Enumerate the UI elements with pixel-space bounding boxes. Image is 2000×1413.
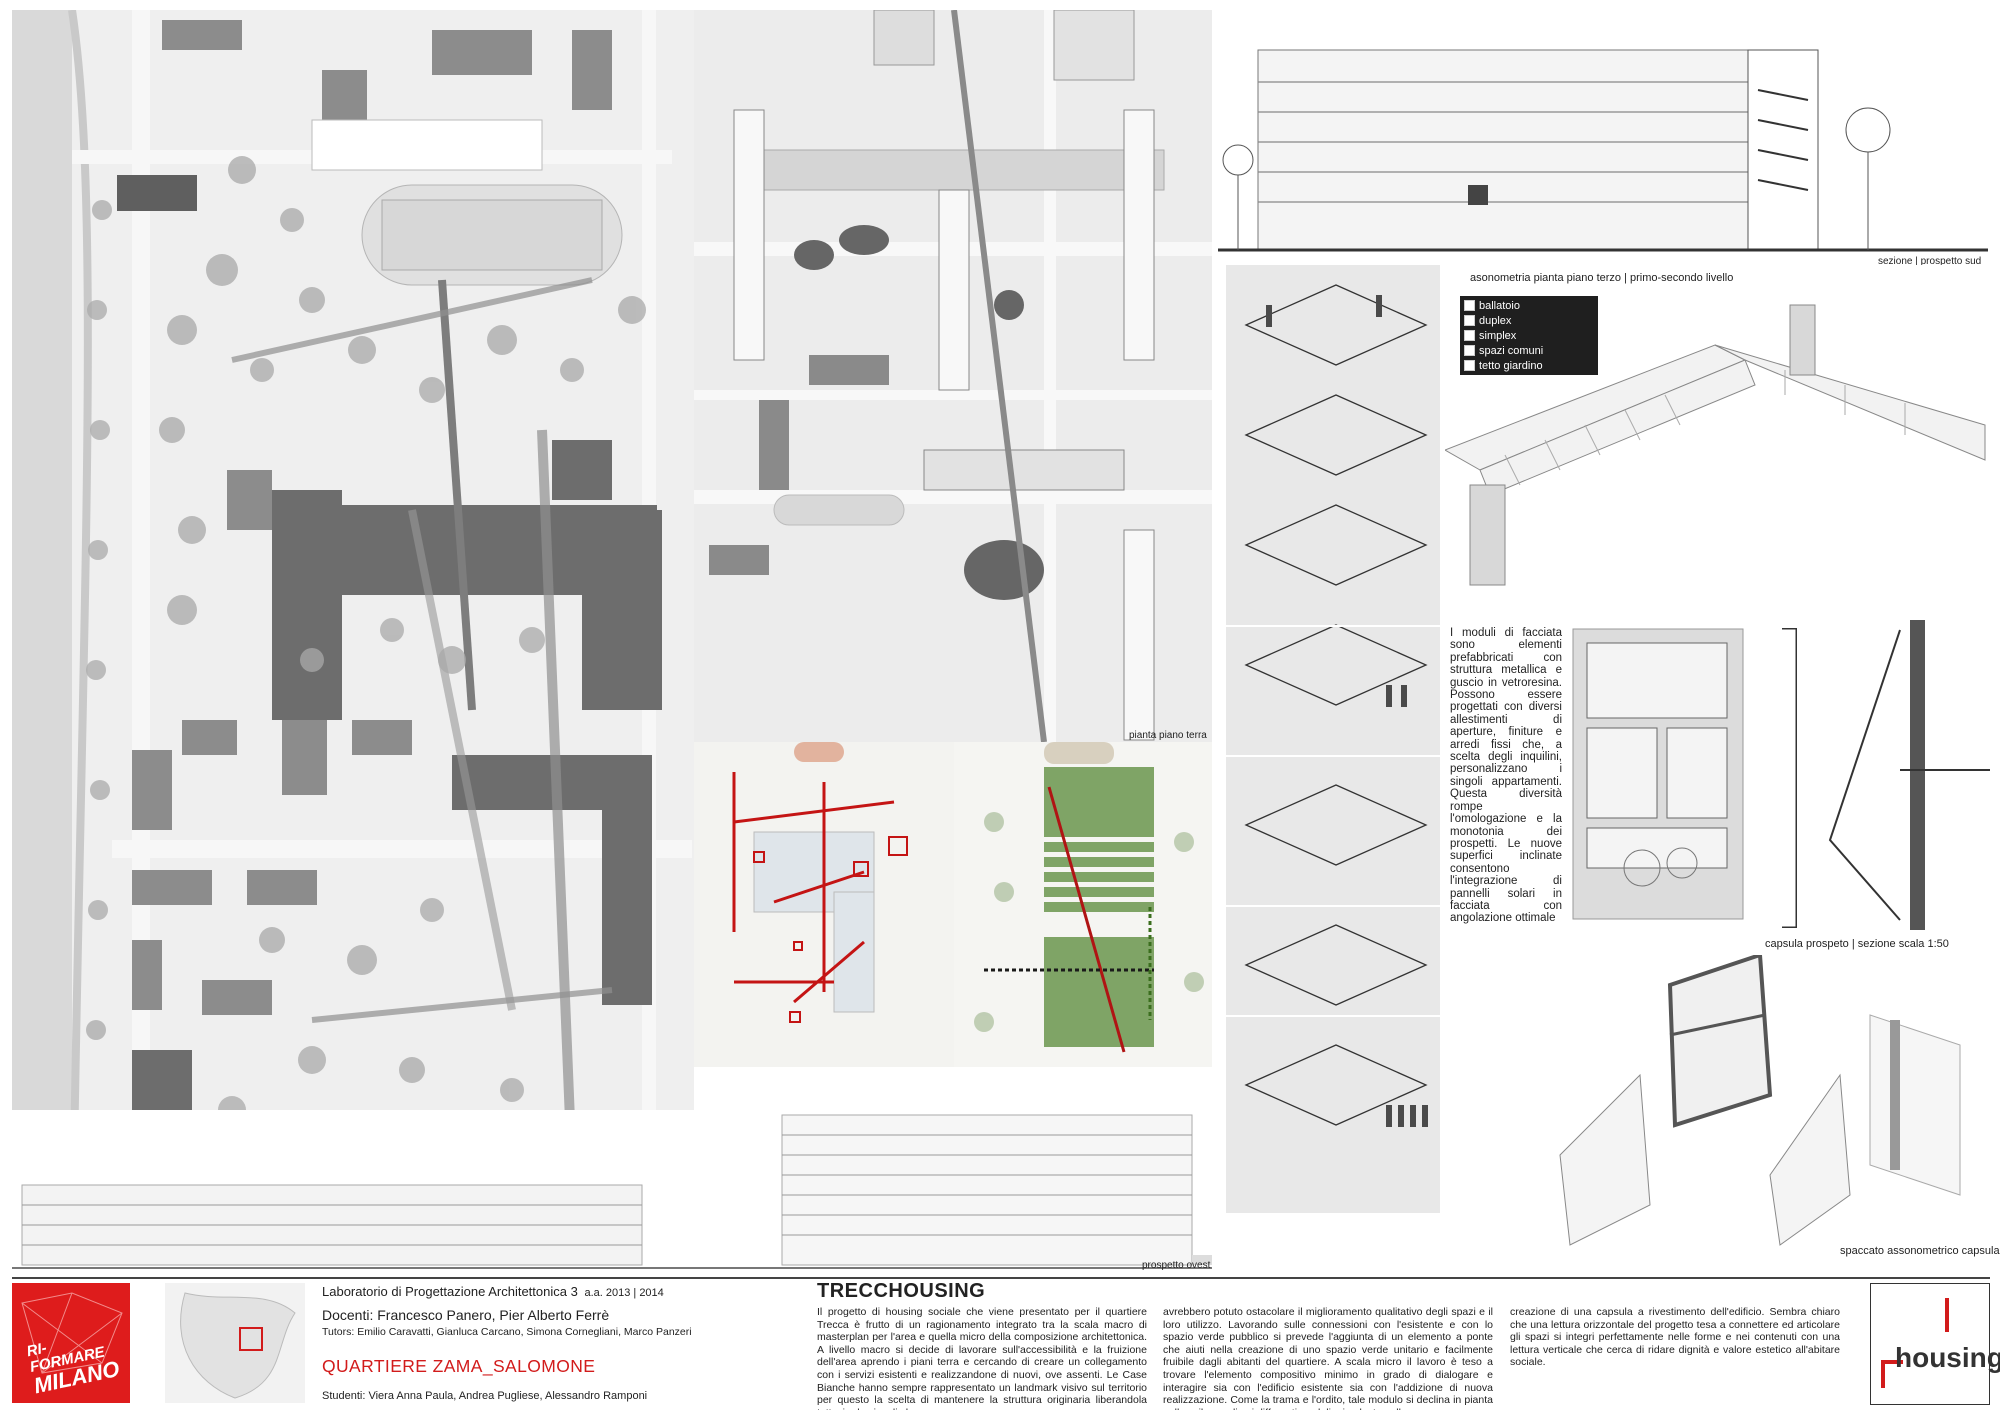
logo-network-icon <box>21 1292 123 1374</box>
axonometry-label: asonometria pianta piano terzo | primo-s… <box>1470 272 1734 284</box>
project-description-col3: creazione di una capsula a rivestimento … <box>1510 1306 1840 1366</box>
floor-axonometry <box>1445 285 1990 595</box>
south-section-elevation: sezione | prospetto sud <box>1218 10 1988 265</box>
ground-floor-drawing <box>694 10 1212 742</box>
west-elevation-drawing <box>12 1114 1212 1269</box>
housing-logo-text: housing <box>1895 1342 2000 1373</box>
legend-item: duplex <box>1464 313 1594 328</box>
docenti: Docenti: Francesco Panero, Pier Alberto … <box>322 1307 610 1323</box>
unit-axonometries: simplex duplex <box>1226 265 1440 1213</box>
housing-logo: housing <box>1870 1283 2000 1405</box>
unit-type-legend: ballatoio duplex simplex spazi comuni te… <box>1460 296 1598 375</box>
capsule-exploded-axonometry <box>1550 955 1990 1250</box>
location-map-drawing <box>180 1292 296 1399</box>
tutors: Tutors: Emilio Caravatti, Gianluca Carca… <box>322 1326 692 1338</box>
course-title: Laboratorio di Progettazione Architetton… <box>322 1284 664 1299</box>
capsule-section-drawing <box>1828 620 1990 930</box>
red-network-diagram <box>694 742 954 1067</box>
capsule-elevation-label: capsula prospeto | sezione scala 1:50 <box>1765 938 1949 950</box>
masterplan-drawing <box>12 10 694 1274</box>
project-title: TRECCHOUSING <box>817 1280 986 1302</box>
ground-floor-plan: pianta piano terra <box>694 10 1212 742</box>
legend-item: spazi comuni <box>1464 343 1594 358</box>
studenti: Studenti: Viera Anna Paula, Andrea Pugli… <box>322 1390 648 1402</box>
ground-floor-plan-label: pianta piano terra <box>1129 730 1207 741</box>
project-description-col1: Il progetto di housing sociale che viene… <box>817 1306 1147 1410</box>
red-network-drawing <box>694 742 954 1067</box>
green-park-diagram <box>954 742 1212 1067</box>
quartiere-title: QUARTIERE ZAMA_SALOMONE <box>322 1356 596 1376</box>
floor-axonometry-drawing <box>1445 304 1986 586</box>
west-elevation-label: prospetto ovest <box>1142 1260 1211 1271</box>
capsule-exploded-drawing <box>1559 955 1961 1246</box>
housing-logo-mark-icon <box>1881 1298 1949 1388</box>
south-section-drawing <box>1218 49 1988 252</box>
capsule-section <box>1800 620 1990 930</box>
riformare-milano-logo: RI- FORMARE MILANO <box>12 1283 130 1403</box>
capsule-exploded-label: spaccato assonometrico capsula <box>1840 1245 2000 1257</box>
west-elevation: prospetto ovest <box>12 1110 1212 1275</box>
capsule-elevation <box>1572 628 1797 928</box>
legend-item: tetto giardino <box>1464 358 1594 373</box>
project-description-col2: avrebbero potuto ostacolare il miglioram… <box>1163 1306 1493 1410</box>
footer-divider <box>12 1277 1990 1279</box>
facade-description: I moduli di facciata sono elementi prefa… <box>1450 627 1562 925</box>
south-section-label: sezione | prospetto sud <box>1878 256 1982 265</box>
unit-axonometries-drawing <box>1226 284 1440 1127</box>
location-map <box>165 1283 305 1403</box>
masterplan-site-plan <box>12 10 694 1274</box>
legend-item: simplex <box>1464 328 1594 343</box>
green-park-drawing <box>954 742 1212 1067</box>
legend-item: ballatoio <box>1464 298 1594 313</box>
capsule-elevation-drawing <box>1572 628 1797 928</box>
